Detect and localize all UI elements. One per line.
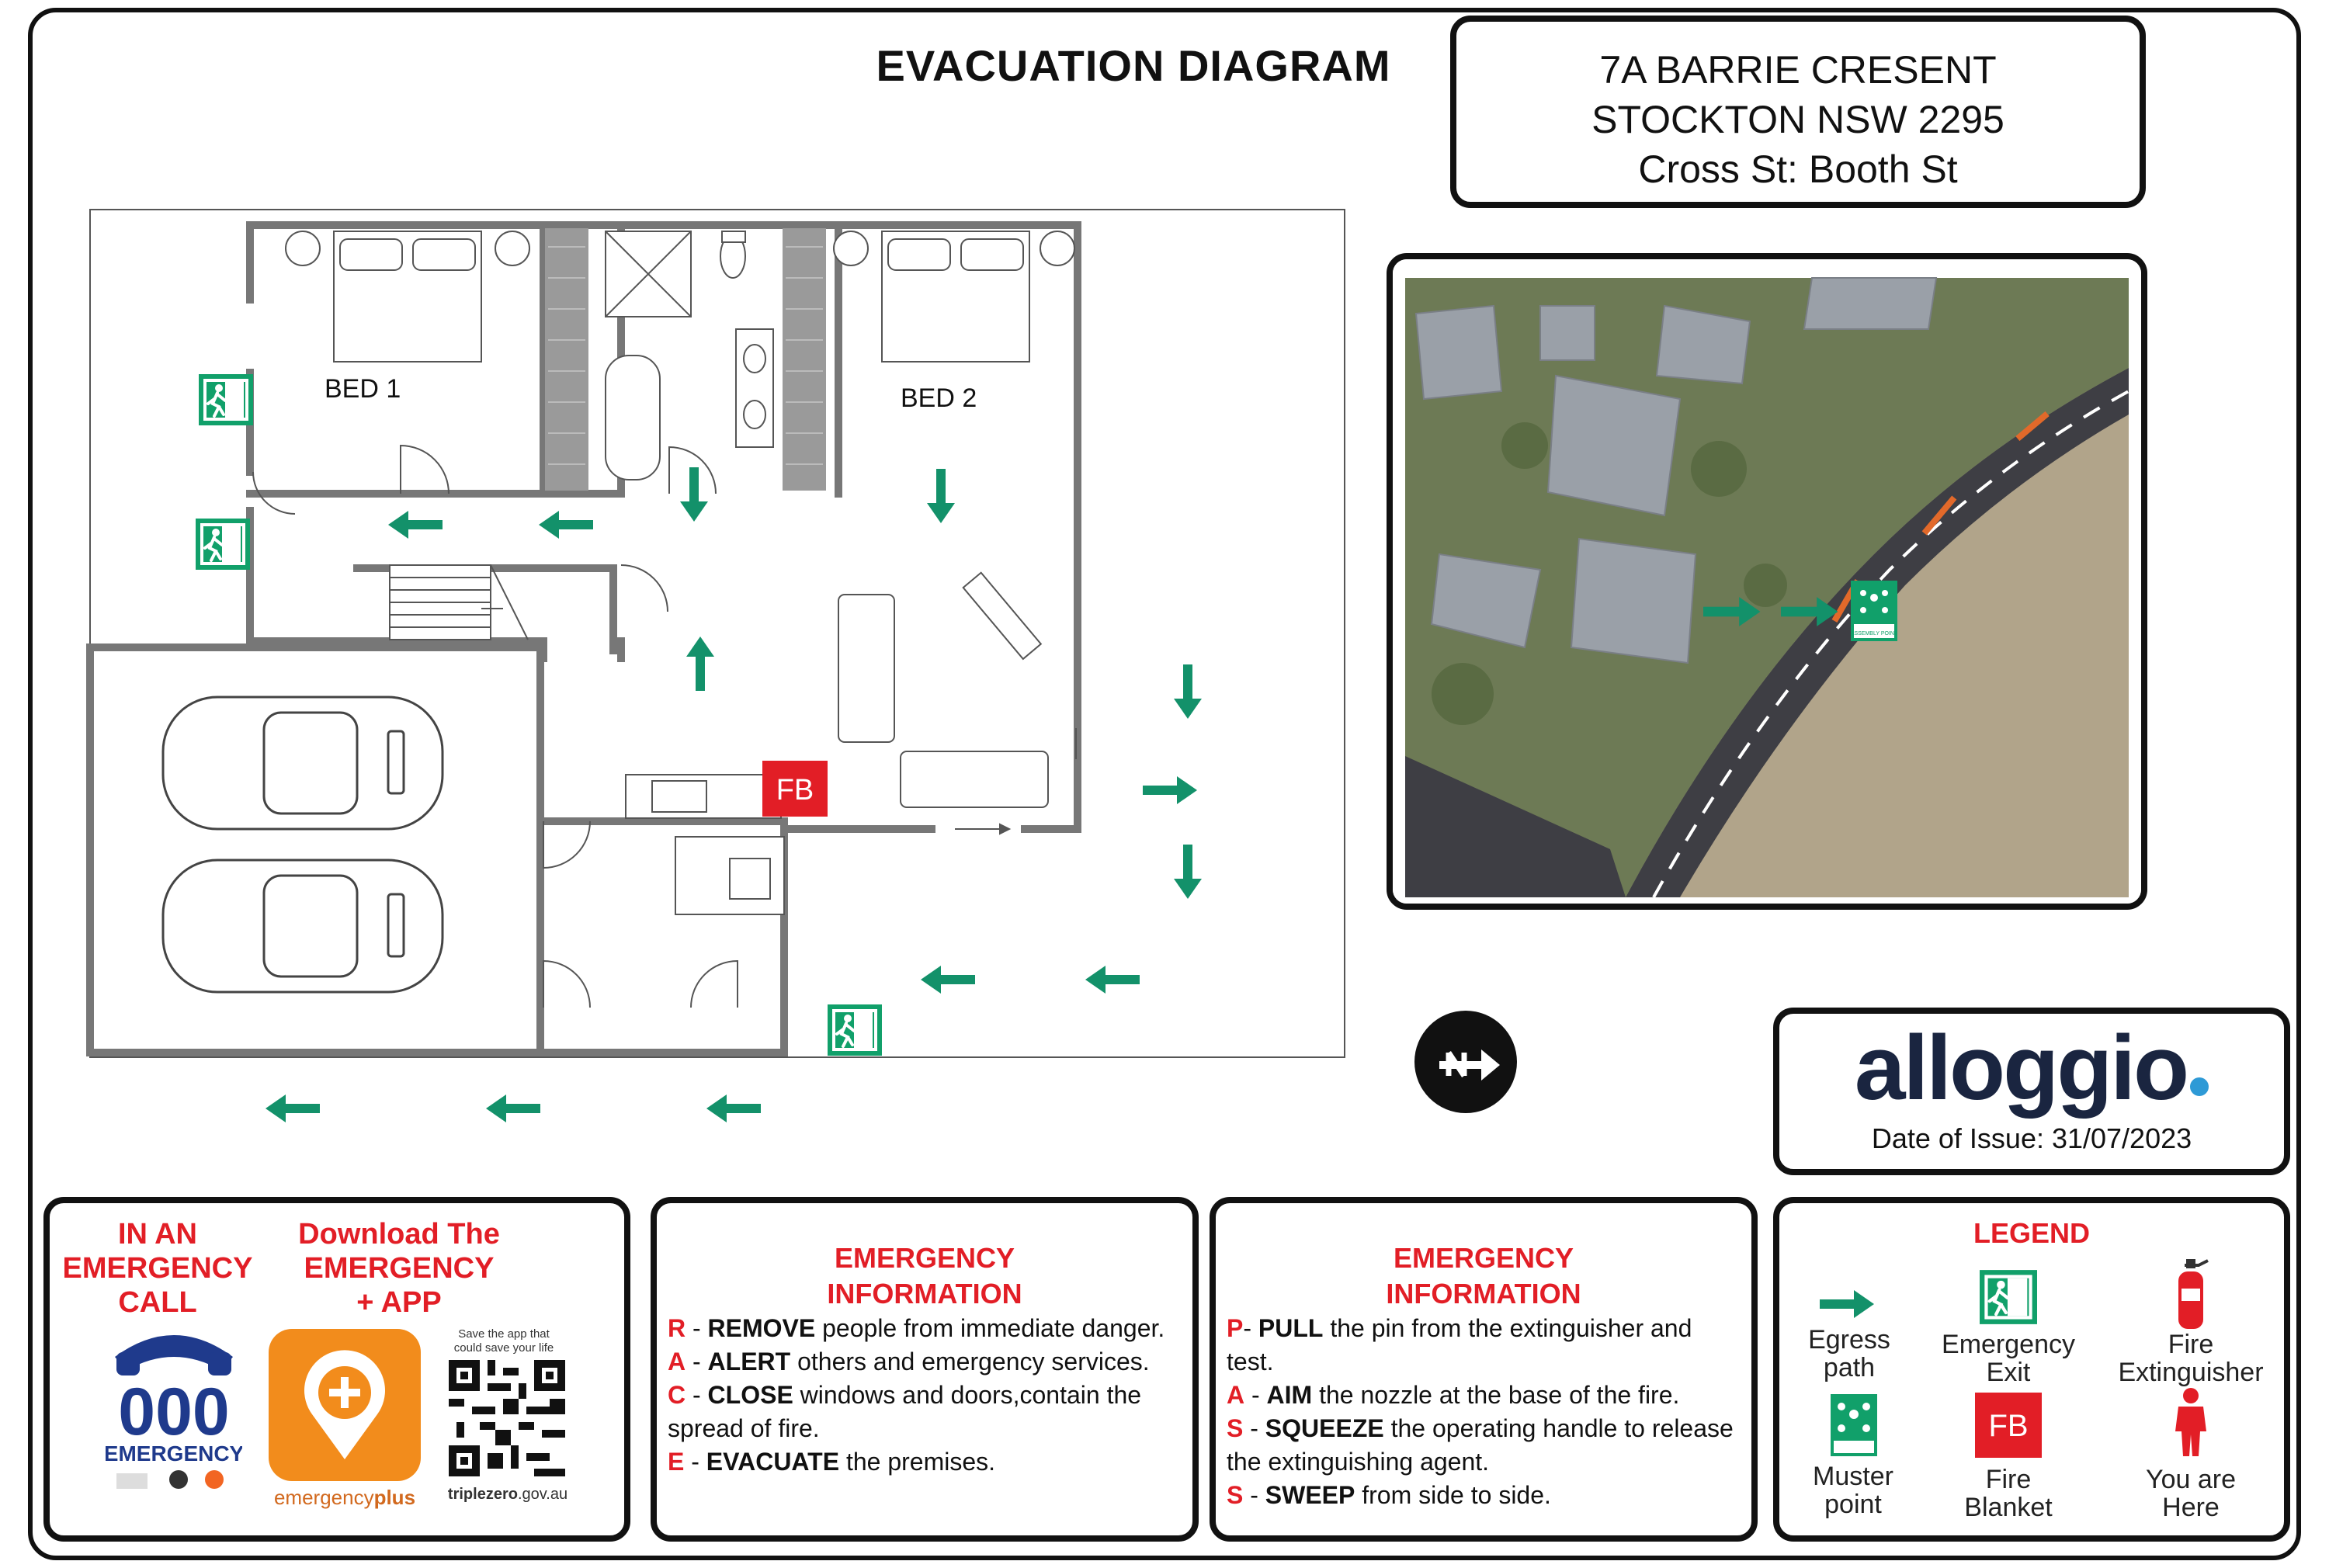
floor-plan: BED 1 BED 2 FB (86, 209, 1345, 1122)
pass-info-panel: EMERGENCY INFORMATION P- PULL the pin fr… (1210, 1197, 1758, 1542)
emergency-phone-icon: 000 EMERGENCY (106, 1335, 242, 1489)
qr-code-icon (449, 1360, 565, 1476)
emergency-number: 000 (118, 1375, 230, 1449)
emergency-call-panel: IN AN EMERGENCY CALL Download The EMERGE… (43, 1197, 630, 1542)
brand-box: alloggio Date of Issue: 31/07/2023 (1773, 1008, 2290, 1175)
address-street: 7A BARRIE CRESENT (1599, 48, 1997, 92)
race-item: C - CLOSE windows and doors,contain the … (668, 1381, 1142, 1442)
pass-heading: EMERGENCY INFORMATION (1386, 1242, 1581, 1310)
fire-blanket-tag: FB (776, 774, 814, 807)
egress-path-icon (1820, 1290, 1874, 1318)
qr-caption: Save the app that could save your life (453, 1327, 554, 1355)
address-box: 7A BARRIE CRESENT STOCKTON NSW 2295 Cros… (1450, 16, 2146, 208)
pass-item: A - AIM the nozzle at the base of the fi… (1227, 1381, 1680, 1409)
race-item: R - REMOVE people from immediate danger. (668, 1314, 1165, 1342)
website: triplezero.gov.au (447, 1486, 568, 1503)
app-name: emergencyplus (273, 1486, 416, 1509)
date-of-issue: Date of Issue: 31/07/2023 (1871, 1122, 2192, 1154)
fire-blanket-icon: FB (1975, 1393, 2042, 1458)
diagram-title: EVACUATION DIAGRAM (876, 41, 1391, 90)
pass-item: S - SWEEP from side to side. (1227, 1481, 1551, 1509)
race-item: E - EVACUATE the premises. (668, 1448, 996, 1476)
app-heading: Download The EMERGENCY + APP (298, 1218, 500, 1319)
assembly-point-sign: ASSEMBLY POINT (1851, 581, 1898, 641)
muster-point-icon (1831, 1394, 1877, 1456)
legend-blanket-tag: FB (1988, 1409, 2028, 1443)
aerial-map: ASSEMBLY POINT (1387, 253, 2147, 910)
race-heading: EMERGENCY INFORMATION (827, 1242, 1022, 1310)
pass-list: P- PULL the pin from the extinguisher an… (1216, 1312, 1751, 1512)
room-label-bed2: BED 2 (901, 383, 977, 413)
race-info-panel: EMERGENCY INFORMATION R - REMOVE people … (651, 1197, 1199, 1542)
legend-title: LEGEND (1973, 1217, 2090, 1249)
address-cross-streets: Cross St: Booth St (1638, 147, 1958, 191)
room-label-bed1: BED 1 (325, 374, 401, 404)
you-are-here-icon (2175, 1388, 2206, 1456)
emergency-number-label: EMERGENCY (106, 1441, 242, 1466)
address-suburb: STOCKTON NSW 2295 (1591, 98, 2004, 141)
diagram-frame (28, 8, 2301, 1560)
call-heading: IN AN EMERGENCY CALL (62, 1218, 253, 1319)
emergency-plus-app-icon (269, 1329, 421, 1481)
north-arrow-icon (1414, 1011, 1517, 1113)
fire-extinguisher-icon (2178, 1259, 2209, 1329)
pass-item: S - SQUEEZE the operating handle to rele… (1227, 1414, 1734, 1476)
race-item: A - ALERT others and emergency services. (668, 1348, 1150, 1375)
assembly-sign-text: ASSEMBLY POINT (1851, 631, 1898, 637)
brand-logo: alloggio (1779, 1018, 2284, 1118)
pass-item: P- PULL the pin from the extinguisher an… (1227, 1314, 1692, 1375)
emergency-exit-icon (1980, 1270, 2037, 1324)
race-list: R - REMOVE people from immediate danger.… (657, 1312, 1192, 1479)
